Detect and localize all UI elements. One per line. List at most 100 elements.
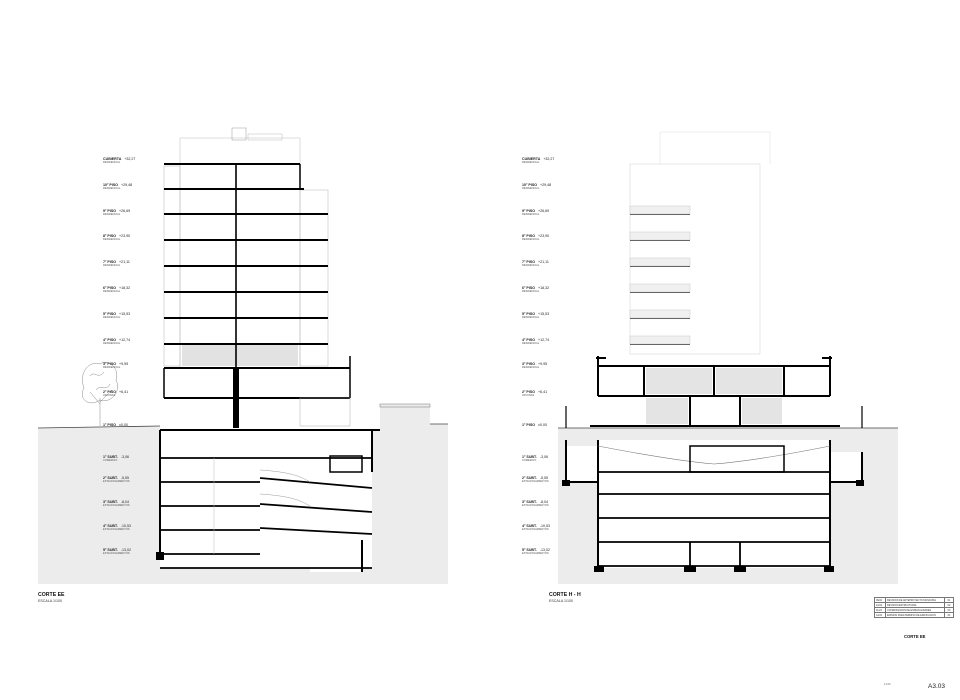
level-use: RESIDENCIAL bbox=[522, 366, 540, 369]
level-elevation: +23,90 bbox=[119, 234, 131, 238]
level-name: 8° PISO bbox=[103, 234, 117, 238]
level-elevation: +32,27 bbox=[543, 157, 555, 161]
basement-slabs-ee bbox=[160, 457, 373, 569]
side-pit-left-hh bbox=[566, 446, 598, 482]
level-elevation: -8,04 bbox=[539, 500, 549, 504]
level-use: RESIDENCIAL bbox=[103, 161, 121, 164]
curved-vault-hh bbox=[597, 445, 831, 465]
level-elevation: -13,02 bbox=[539, 548, 551, 552]
roof-mechanical-ee bbox=[231, 127, 247, 141]
level-name: 4° SUBT. bbox=[522, 524, 537, 528]
slabs-ee bbox=[164, 163, 350, 399]
entry-canopy-ee bbox=[379, 403, 431, 408]
level-elevation: -10,53 bbox=[120, 524, 132, 528]
level-elevation: +29,48 bbox=[540, 183, 552, 187]
podium-hh bbox=[590, 356, 840, 427]
sheet-title: CORTE EE bbox=[904, 634, 926, 639]
footings-hh bbox=[562, 480, 864, 572]
level-name: 3° SUBT. bbox=[103, 500, 118, 504]
level-name: 4° SUBT. bbox=[103, 524, 118, 528]
level-use: RESIDENCIAL bbox=[522, 316, 540, 319]
sheet-reference: 1:100 bbox=[884, 683, 891, 686]
level-use: RESIDENCIAL bbox=[103, 187, 121, 190]
basement-walls-hh bbox=[565, 440, 863, 568]
level-use: COMERCIO bbox=[522, 459, 537, 462]
section-scale-ee: ESCALA 1/100 bbox=[38, 599, 62, 603]
level-use: RESIDENCIAL bbox=[522, 187, 540, 190]
office-glass-ee bbox=[182, 344, 298, 366]
level-elevation: +18,32 bbox=[538, 286, 550, 290]
section-title-ee: CORTE EE bbox=[38, 592, 65, 598]
level-use: RESIDENCIAL bbox=[103, 342, 121, 345]
level-use: RESIDENCIAL bbox=[522, 161, 540, 164]
level-use: ESTACIONAMIENTOS bbox=[103, 480, 130, 483]
level-elevation: -10,53 bbox=[539, 524, 551, 528]
tower-ee bbox=[179, 137, 301, 369]
ramp-core-ee bbox=[329, 455, 363, 473]
level-name: 6° PISO bbox=[103, 286, 117, 290]
level-name: 8° PISO bbox=[522, 234, 536, 238]
level-use: RESIDENCIAL bbox=[103, 316, 121, 319]
level-name: 1° SUBT. bbox=[103, 455, 118, 459]
columns-hh bbox=[689, 542, 741, 566]
level-name: 3° SUBT. bbox=[522, 500, 537, 504]
level-name: 1° PISO bbox=[103, 423, 117, 427]
level-name: 5° SUBT. bbox=[103, 548, 118, 552]
level-use: RESIDENCIAL bbox=[522, 213, 540, 216]
level-elevation: +21,11 bbox=[538, 260, 549, 264]
podium-glass-ee bbox=[299, 397, 351, 427]
level-use: OFICINAS bbox=[103, 394, 116, 397]
level-name: 3° PISO bbox=[103, 362, 117, 366]
level-elevation: -3,06 bbox=[539, 455, 549, 459]
level-name: 7° PISO bbox=[103, 260, 117, 264]
level-use: COMERCIO bbox=[103, 459, 118, 462]
podium-glass-hh bbox=[646, 368, 782, 424]
level-name: 5° PISO bbox=[103, 312, 117, 316]
level-name: CUBIERTA bbox=[522, 157, 541, 161]
level-name: 3° PISO bbox=[522, 362, 536, 366]
level-label: 1° PISO±0,00 bbox=[522, 423, 547, 427]
level-name: 4° PISO bbox=[103, 338, 117, 342]
level-elevation: -3,06 bbox=[120, 455, 130, 459]
level-name: 9° PISO bbox=[103, 209, 117, 213]
level-name: CUBIERTA bbox=[103, 157, 122, 161]
level-use: RESIDENCIAL bbox=[522, 342, 540, 345]
level-elevation: +9,95 bbox=[119, 362, 129, 366]
level-elevation: +26,69 bbox=[119, 209, 131, 213]
level-use: ESTACIONAMIENTOS bbox=[522, 504, 549, 507]
ground-line-ee bbox=[37, 425, 161, 429]
level-use: RESIDENCIAL bbox=[522, 290, 540, 293]
revision-number: 04 bbox=[944, 612, 954, 618]
level-elevation: -8,04 bbox=[120, 500, 130, 504]
level-elevation: -13,02 bbox=[120, 548, 132, 552]
section-scale-hh: ESCALA 1/100 bbox=[549, 599, 573, 603]
level-name: 2° PISO bbox=[522, 390, 536, 394]
level-use: RESIDENCIAL bbox=[103, 213, 121, 216]
level-name: 2° SUBT. bbox=[103, 476, 118, 480]
level-elevation: -5,55 bbox=[539, 476, 549, 480]
level-elevation: ±0,00 bbox=[119, 423, 128, 427]
level-elevation: +21,11 bbox=[119, 260, 130, 264]
level-label: 1° PISO±0,00 bbox=[103, 423, 128, 427]
level-use: ESTACIONAMIENTOS bbox=[103, 504, 130, 507]
balcony-rails-hh bbox=[629, 205, 691, 345]
